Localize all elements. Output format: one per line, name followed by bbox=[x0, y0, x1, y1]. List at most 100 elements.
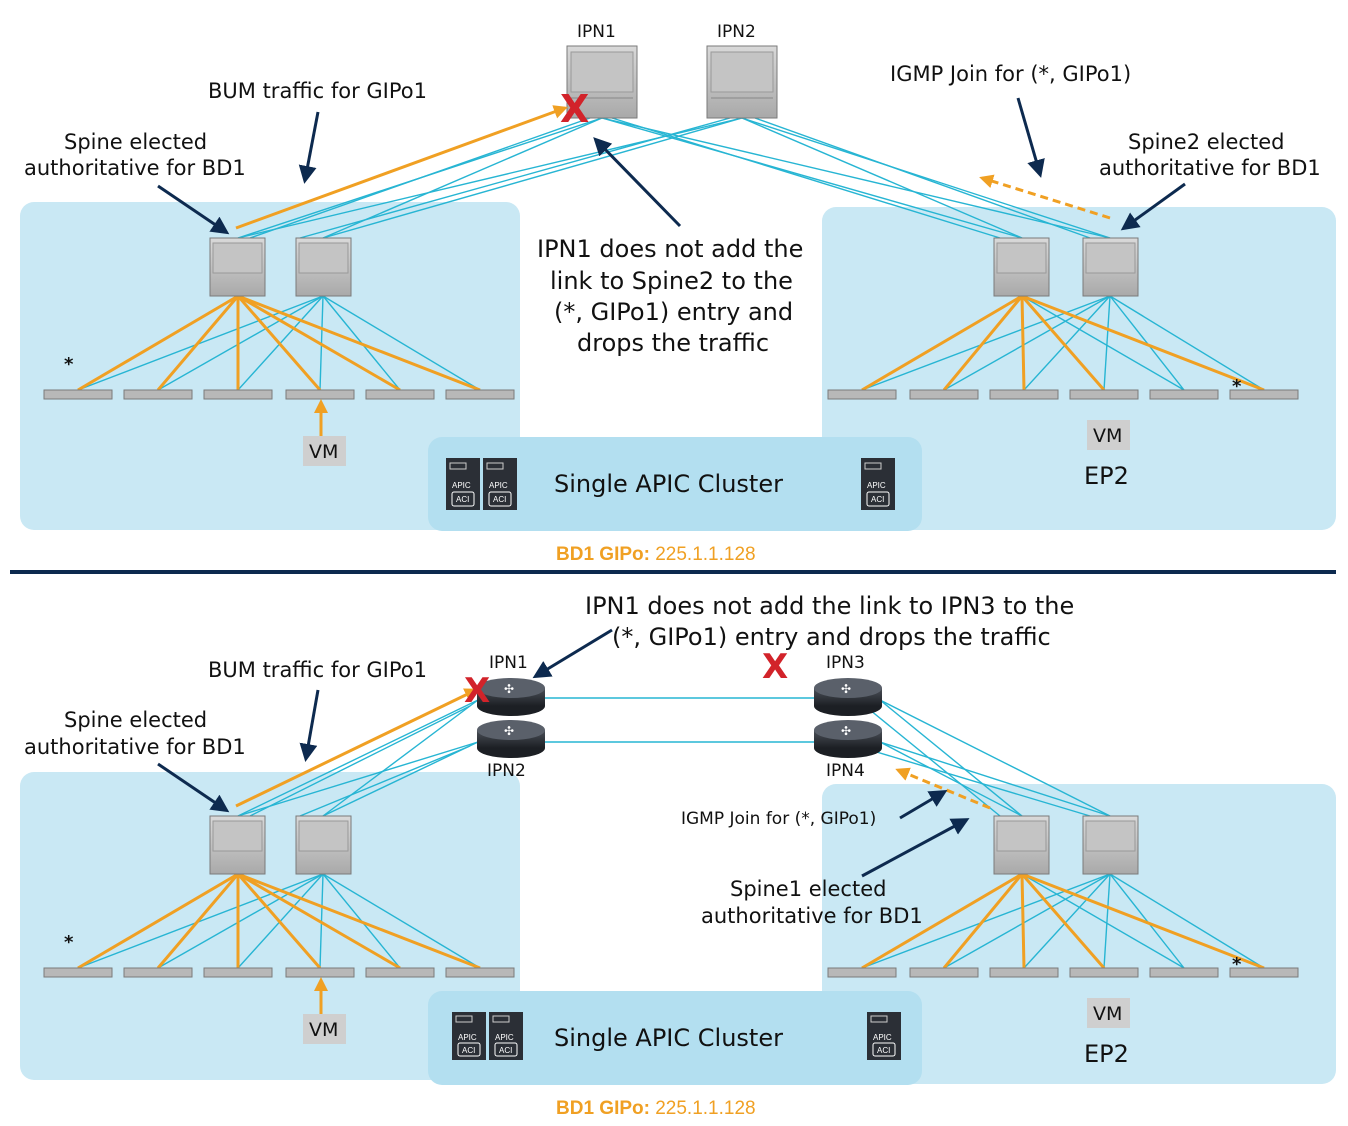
vm-right-label-b: VM bbox=[1093, 1003, 1122, 1025]
svg-text:ACI: ACI bbox=[499, 1046, 512, 1055]
ipn2-label-b: IPN2 bbox=[487, 761, 526, 781]
site2-spine2-b bbox=[1082, 815, 1139, 875]
site1-spine2-b bbox=[295, 815, 352, 875]
svg-text:ACI: ACI bbox=[877, 1046, 890, 1055]
spine-right-line2: authoritative for BD1 bbox=[1099, 156, 1321, 180]
site1-spine2 bbox=[295, 237, 352, 297]
gipo-caption-b: BD1 GIPo: 225.1.1.128 bbox=[556, 1098, 756, 1119]
bum-traffic-arrow bbox=[235, 105, 568, 230]
svg-text:APIC: APIC bbox=[489, 481, 508, 490]
site2-leaves bbox=[827, 389, 1299, 400]
igmp-label-arrow bbox=[1016, 97, 1045, 178]
vm-left-box bbox=[303, 436, 346, 466]
spine-right-arrow-b bbox=[861, 818, 970, 878]
apic-icon-2-b: APIC ACI bbox=[489, 1012, 523, 1060]
ipn4-router: ✣ bbox=[814, 720, 882, 758]
svg-text:ACI: ACI bbox=[871, 495, 884, 504]
svg-text:✣: ✣ bbox=[841, 724, 851, 738]
vm-left-label-b: VM bbox=[309, 1019, 338, 1041]
ep2-label-b: EP2 bbox=[1084, 1040, 1129, 1068]
bum-traffic-arrow-b bbox=[235, 688, 479, 808]
ipn1-label-b: IPN1 bbox=[489, 653, 528, 673]
callout-line4: drops the traffic bbox=[577, 329, 769, 357]
drop-x-icon-link: X bbox=[762, 647, 788, 687]
ipn4-label-b: IPN4 bbox=[826, 761, 865, 781]
apic-icon-2: APIC ACI bbox=[483, 458, 517, 510]
ipn-spine-links bbox=[237, 117, 1111, 239]
bum-label-arrow-b bbox=[299, 689, 320, 762]
panel-divider bbox=[10, 570, 1336, 574]
vm-right-label: VM bbox=[1093, 425, 1122, 447]
callout-line1: IPN1 does not add the bbox=[537, 235, 803, 263]
ipn3-label-b: IPN3 bbox=[826, 653, 865, 673]
site2-spine2 bbox=[1082, 237, 1139, 297]
ipn2-router: ✣ bbox=[477, 720, 545, 758]
ipn1-router: ✣ bbox=[477, 678, 545, 716]
apic-cluster-label: Single APIC Cluster bbox=[554, 470, 783, 498]
svg-text:ACI: ACI bbox=[493, 495, 506, 504]
ipn2-label: IPN2 bbox=[717, 22, 756, 42]
spine-left-b-line1: Spine elected bbox=[64, 708, 207, 732]
ipn-interconnect-links bbox=[544, 697, 816, 743]
spine-left-arrow bbox=[157, 184, 230, 235]
apic-cluster-box bbox=[428, 437, 922, 531]
site1-leaves bbox=[43, 389, 515, 400]
ipn1-switch bbox=[566, 45, 638, 119]
svg-text:APIC: APIC bbox=[873, 1033, 892, 1042]
top-panel: IPN1 IPN2 bbox=[20, 22, 1336, 565]
callout-arrow-b bbox=[532, 628, 613, 679]
svg-text:ACI: ACI bbox=[456, 495, 469, 504]
igmp-label-b: IGMP Join for (*, GIPo1) bbox=[681, 809, 876, 829]
apic-cluster-box-b bbox=[428, 991, 922, 1085]
apic-cluster-label-b: Single APIC Cluster bbox=[554, 1024, 783, 1052]
site2-leaf-links-b bbox=[861, 872, 1265, 970]
site2-leaf-links bbox=[861, 294, 1265, 392]
svg-text:APIC: APIC bbox=[452, 481, 471, 490]
apic-icon-3: APIC ACI bbox=[861, 458, 895, 510]
site1-spine1 bbox=[209, 237, 266, 297]
site1-leaf-links bbox=[77, 294, 481, 392]
ep2-label: EP2 bbox=[1084, 462, 1129, 490]
vm-left-label: VM bbox=[309, 441, 338, 463]
site2-leaves-b bbox=[827, 967, 1299, 978]
spine-left-line2: authoritative for BD1 bbox=[24, 156, 246, 180]
leaf-star-right: * bbox=[1232, 376, 1242, 397]
callout-arrow bbox=[593, 137, 682, 228]
site1-spine1-b bbox=[209, 815, 266, 875]
vm-right-box-b bbox=[1087, 998, 1130, 1028]
spine-left-b-line2: authoritative for BD1 bbox=[24, 735, 246, 759]
svg-text:✣: ✣ bbox=[504, 682, 514, 696]
igmp-join-arrow bbox=[979, 174, 1111, 220]
site1-leaves-b bbox=[43, 967, 515, 978]
site1-leaf-links-b bbox=[77, 872, 481, 970]
site2-spine1 bbox=[993, 237, 1050, 297]
site1-background bbox=[20, 202, 520, 530]
spine-right-b-line1: Spine1 elected bbox=[730, 877, 886, 901]
site2-background-b bbox=[822, 784, 1336, 1084]
site2-ipn-links bbox=[869, 699, 1111, 817]
bum-label: BUM traffic for GIPo1 bbox=[208, 79, 427, 103]
spine-left-arrow-b bbox=[157, 762, 230, 813]
ipn2-switch bbox=[706, 45, 778, 119]
drop-x-icon-ipn1: X bbox=[464, 671, 490, 711]
site1-background-b bbox=[20, 772, 520, 1080]
ipn3-router: ✣ bbox=[814, 678, 882, 716]
callout-b-line2: (*, GIPo1) entry and drops the traffic bbox=[612, 623, 1051, 651]
svg-text:APIC: APIC bbox=[495, 1033, 514, 1042]
vm-right-box bbox=[1087, 420, 1130, 450]
ipn1-label: IPN1 bbox=[577, 22, 616, 42]
leaf-star-left: * bbox=[64, 354, 74, 375]
bottom-panel: ✣ ✣ ✣ ✣ IPN1 IPN2 IPN3 IPN4 bbox=[20, 592, 1336, 1119]
gipo-caption: BD1 GIPo: 225.1.1.128 bbox=[556, 544, 756, 565]
callout-line3: (*, GIPo1) entry and bbox=[554, 298, 793, 326]
site2-spine1-b bbox=[993, 815, 1050, 875]
igmp-join-arrow-b bbox=[895, 767, 991, 810]
spine-right-b-line2: authoritative for BD1 bbox=[701, 904, 923, 928]
spine-right-arrow bbox=[1120, 182, 1186, 231]
callout-b-line1: IPN1 does not add the link to IPN3 to th… bbox=[585, 592, 1074, 620]
svg-text:✣: ✣ bbox=[504, 724, 514, 738]
apic-icon-1: APIC ACI bbox=[446, 458, 480, 510]
svg-text:✣: ✣ bbox=[841, 682, 851, 696]
